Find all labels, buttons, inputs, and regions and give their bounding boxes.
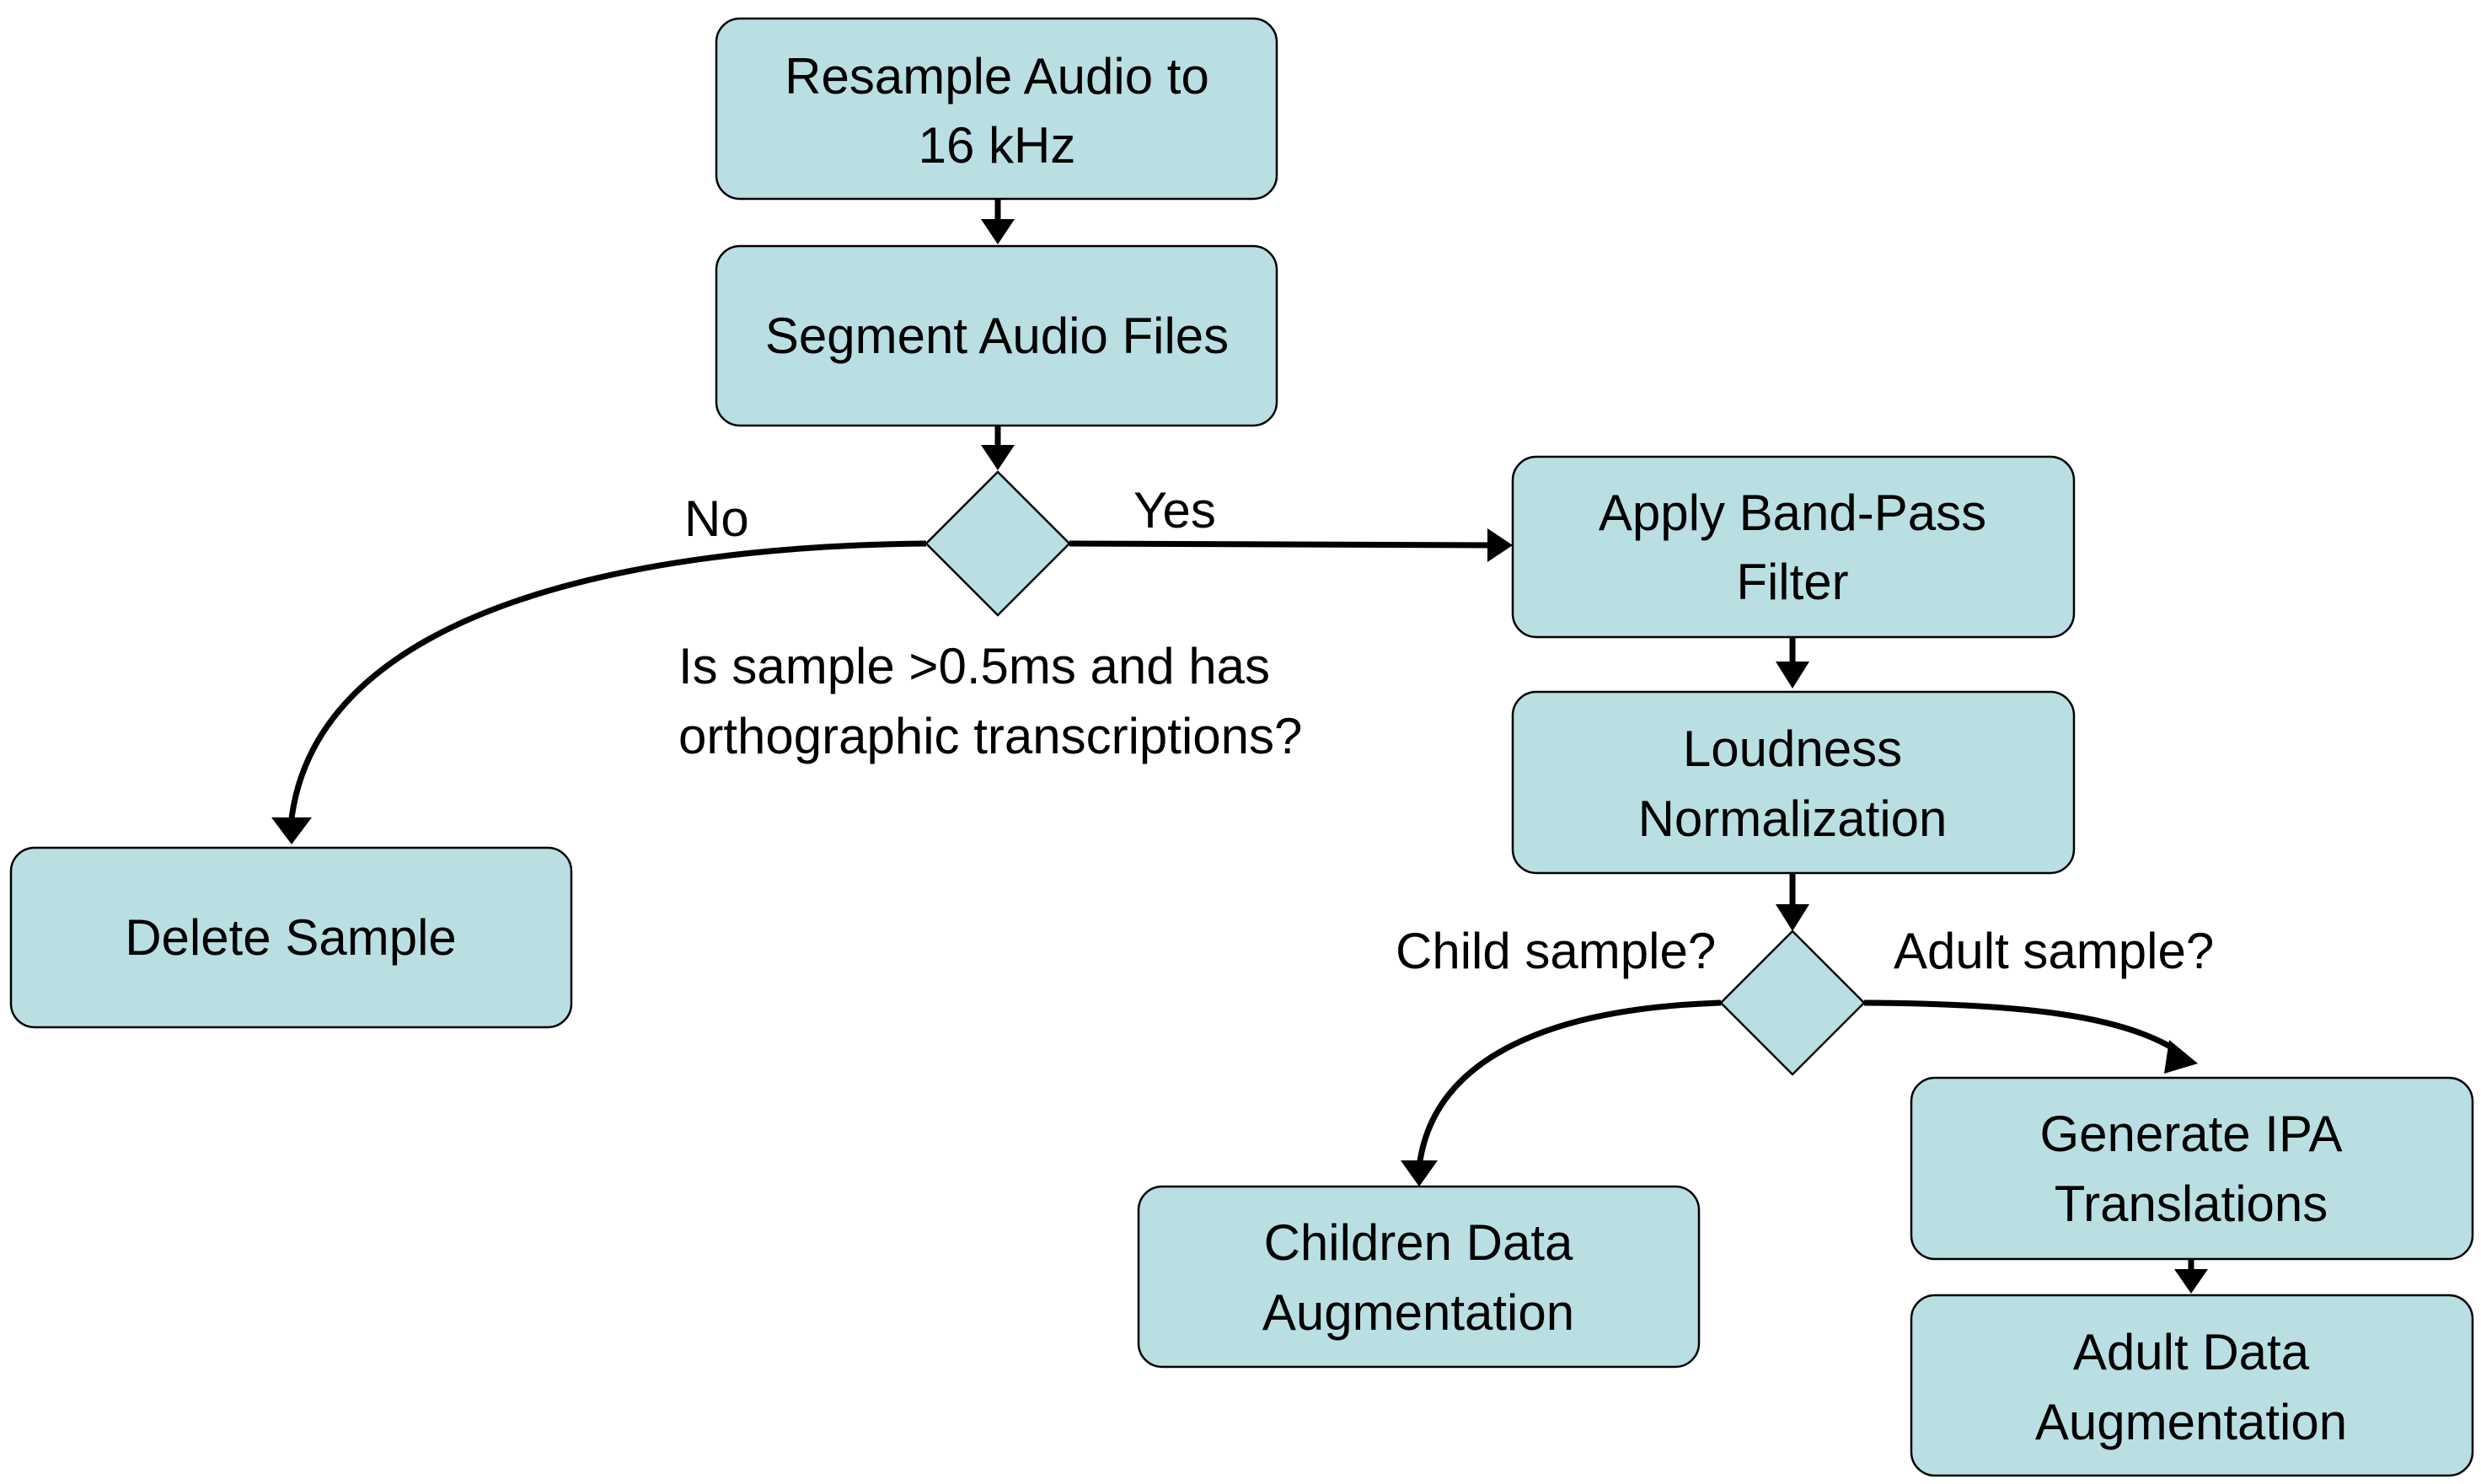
process-segment-audio: Segment Audio Files — [715, 244, 1278, 427]
node-box — [1511, 690, 2076, 875]
process-adult-data-augmentation: Adult Data Augmentation — [1910, 1294, 2474, 1477]
decision-diamond — [1719, 930, 1866, 1076]
edge-segment-to-validity-arrowhead — [981, 445, 1015, 470]
node-box — [715, 17, 1278, 201]
node-box — [1910, 1294, 2474, 1477]
node-box — [715, 244, 1278, 427]
decision-age: Child sample? Adult sample? — [1396, 923, 2214, 1076]
node-label-line1: Loudness — [1683, 721, 1902, 777]
edge-age-child-arrowhead — [1401, 1160, 1438, 1187]
decision-question-line2: orthographic transcriptions? — [678, 708, 1302, 764]
process-delete-sample: Delete Sample — [9, 846, 573, 1029]
edges — [271, 199, 2208, 1294]
node-label-line1: Segment Audio Files — [765, 308, 1229, 364]
node-label-line2: Filter — [1736, 554, 1848, 610]
decision-validity: No Yes Is sample >0.5ms and has orthogra… — [678, 470, 1302, 764]
decision-no-label: No — [684, 490, 749, 547]
edge-ipa-to-adult-aug-arrowhead — [2174, 1269, 2208, 1294]
edge-validity-no — [287, 540, 927, 827]
edge-age-child — [1416, 999, 1722, 1168]
node-label-line1: Delete Sample — [125, 909, 457, 966]
process-children-data-augmentation: Children Data Augmentation — [1137, 1185, 1701, 1369]
node-label-line2: Normalization — [1638, 790, 1948, 847]
node-label-line2: Augmentation — [2035, 1394, 2347, 1450]
node-label-line1: Children Data — [1264, 1214, 1573, 1271]
node-box — [1137, 1185, 1701, 1369]
edge-age-adult-arrowhead — [2164, 1040, 2198, 1074]
decision-adult-label: Adult sample? — [1894, 923, 2214, 979]
node-box — [1511, 455, 2076, 639]
edge-validity-yes-arrowhead — [1487, 528, 1513, 562]
process-band-pass-filter: Apply Band-Pass Filter — [1511, 455, 2076, 639]
node-box — [1910, 1076, 2474, 1261]
node-label-line1: Generate IPA — [2039, 1106, 2342, 1162]
node-label-line2: 16 kHz — [919, 117, 1076, 174]
edge-age-adult — [1863, 999, 2180, 1054]
node-label-line1: Resample Audio to — [785, 48, 1209, 104]
process-resample-audio: Resample Audio to 16 kHz — [715, 17, 1278, 201]
edge-resample-to-segment-arrowhead — [981, 219, 1015, 244]
process-generate-ipa-translations: Generate IPA Translations — [1910, 1076, 2474, 1261]
decision-diamond — [924, 470, 1071, 617]
node-label-line1: Apply Band-Pass — [1599, 485, 1986, 541]
edge-loudness-to-age-arrowhead — [1776, 904, 1809, 931]
decision-question-line1: Is sample >0.5ms and has — [678, 638, 1270, 694]
node-label-line2: Augmentation — [1262, 1284, 1574, 1341]
node-label-line2: Translations — [2055, 1176, 2328, 1232]
node-box — [9, 846, 573, 1029]
decision-yes-label: Yes — [1133, 482, 1216, 538]
process-loudness-normalization: Loudness Normalization — [1511, 690, 2076, 875]
edge-validity-no-arrowhead — [271, 817, 312, 844]
decision-child-label: Child sample? — [1396, 923, 1716, 979]
edge-bandpass-to-loudness-arrowhead — [1776, 662, 1809, 688]
edge-validity-yes — [1069, 540, 1497, 549]
node-label-line1: Adult Data — [2073, 1324, 2310, 1380]
